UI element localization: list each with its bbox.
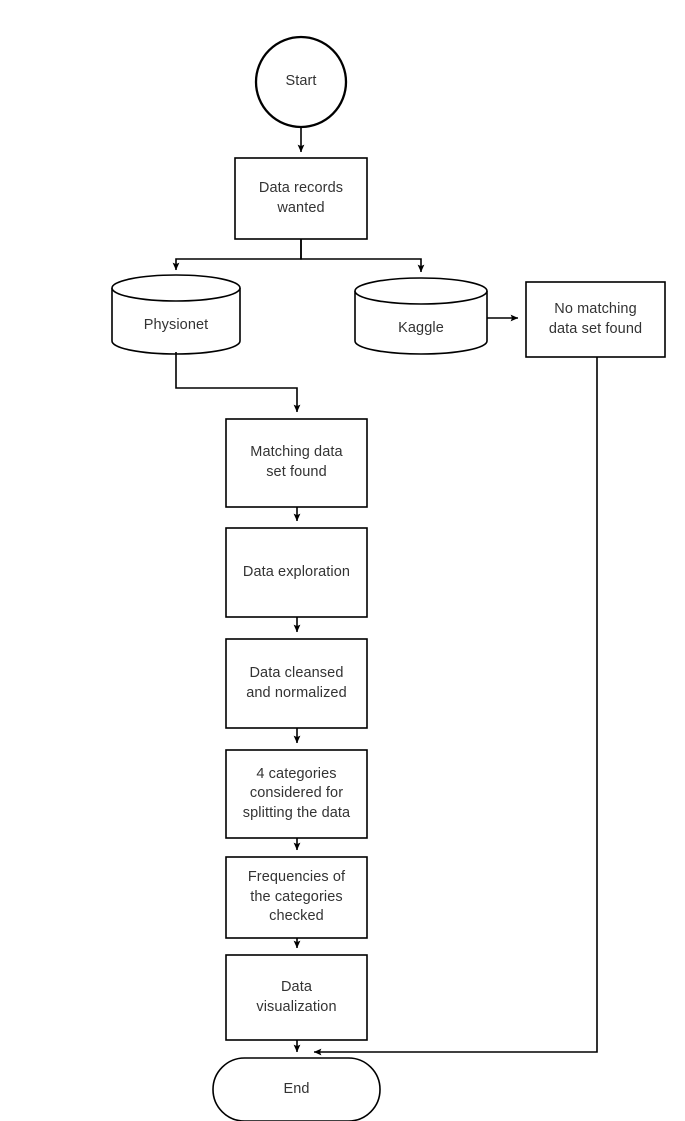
edge-records-to-physionet — [172, 239, 302, 271]
shape-no-matching-data-set-found[interactable] — [525, 281, 666, 358]
shape-data-exploration[interactable] — [225, 527, 368, 618]
shape-data-cleansed-and-normalized[interactable] — [225, 638, 368, 729]
edge-physionet-to-matching — [175, 352, 301, 413]
edge-no-matching-to-end — [313, 357, 598, 1056]
shape-4-categories-considered[interactable] — [225, 749, 368, 839]
shape-matching-data-set-found[interactable] — [225, 418, 368, 508]
shape-end[interactable] — [212, 1057, 381, 1121]
edge-records-to-kaggle — [300, 239, 425, 273]
shape-data-visualization[interactable] — [225, 954, 368, 1041]
shape-frequencies-of-the-categories-checked[interactable] — [225, 856, 368, 939]
shape-physionet[interactable] — [111, 274, 241, 355]
shape-kaggle[interactable] — [354, 277, 488, 355]
shape-data-records-wanted[interactable] — [234, 157, 368, 240]
shape-start[interactable] — [254, 35, 348, 129]
